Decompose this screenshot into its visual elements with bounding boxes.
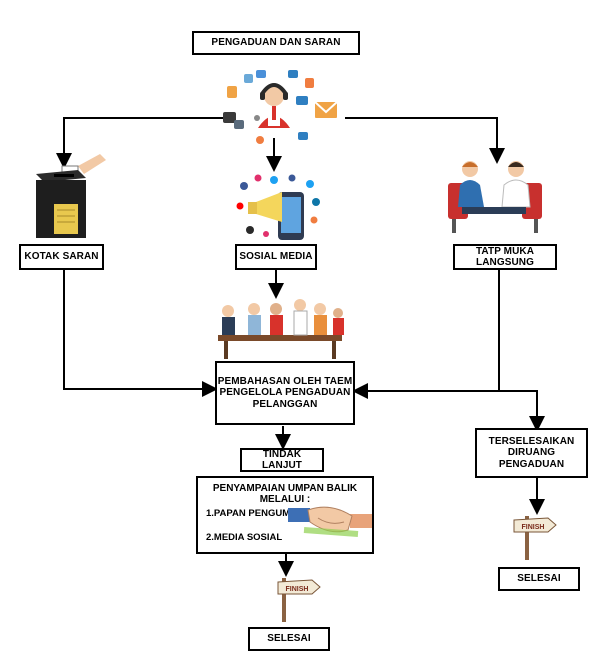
- follow-up-label: TINDAK LANJUT: [261, 448, 303, 472]
- sosial-media-label: SOSIAL MEDIA: [239, 251, 313, 263]
- discussion-line-1: PEMBAHASAN OLEH TAEM: [217, 375, 353, 387]
- resolved-line-1: TERSELESAIKAN: [488, 435, 575, 447]
- finish-sign-right-icon: FINISH: [513, 516, 557, 560]
- resolved-box: TERSELESAIKAN DIRUANG PENGADUAN: [475, 428, 588, 478]
- feedback-item-1: 1.PAPAN PENGUMUMAN: [206, 508, 319, 519]
- finish-sign-left-text: FINISH: [286, 586, 309, 593]
- done-right-box: SELESAI: [498, 567, 580, 591]
- resolved-line-2: DIRUANG PENGADUAN: [498, 447, 565, 470]
- ballot-box-illustration: [36, 154, 106, 238]
- discussion-box: PEMBAHASAN OLEH TAEM PENGELOLA PENGADUAN…: [215, 361, 355, 425]
- finish-sign-left-icon: FINISH: [277, 578, 321, 622]
- done-right-label: SELESAI: [517, 573, 561, 585]
- discussion-line-3: PELANGGAN: [252, 398, 318, 410]
- feedback-title: PENYAMPAIAN UMPAN BALIK MELALUI :: [212, 483, 358, 505]
- arrow-to-kotak-saran: [56, 117, 235, 169]
- done-left-label: SELESAI: [267, 633, 311, 645]
- arrow-kotak-to-discussion: [63, 270, 218, 397]
- customer-service-hub-illustration: [223, 70, 338, 144]
- tatap-muka-box: TATP MUKA LANGSUNG: [453, 244, 557, 270]
- kotak-saran-label: KOTAK SARAN: [24, 251, 99, 263]
- handshake-illustration: [288, 506, 372, 537]
- tatap-muka-label: TATP MUKA LANGSUNG: [475, 245, 535, 269]
- feedback-item-2: 2.MEDIA SOSIAL: [206, 532, 283, 543]
- kotak-saran-box: KOTAK SARAN: [19, 244, 104, 270]
- done-left-box: SELESAI: [248, 627, 330, 651]
- follow-up-box: TINDAK LANJUT: [240, 448, 324, 472]
- arrow-tatap-to-discussion: [352, 270, 500, 399]
- finish-sign-right-text: FINISH: [522, 524, 545, 531]
- sosial-media-box: SOSIAL MEDIA: [235, 244, 317, 270]
- arrow-to-tatap-muka: [345, 117, 505, 164]
- face-to-face-illustration: [448, 161, 542, 233]
- team-meeting-illustration: [218, 299, 344, 359]
- discussion-line-2: PENGELOLA PENGADUAN: [219, 387, 351, 399]
- social-media-illustration: [236, 174, 320, 240]
- title-text: PENGADUAN DAN SARAN: [211, 37, 341, 49]
- arrow-to-resolved: [499, 390, 545, 432]
- title-box: PENGADUAN DAN SARAN: [192, 31, 360, 55]
